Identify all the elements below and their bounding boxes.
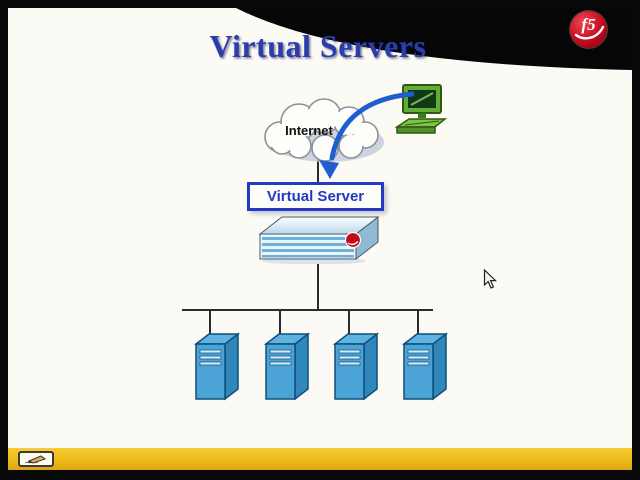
- server-tower: [263, 330, 311, 402]
- corner-swoosh-graphic: [236, 8, 632, 70]
- f5-ball-icon: [344, 231, 362, 249]
- annotation-bar: [8, 448, 632, 470]
- virtual-server-label: Virtual Server: [266, 188, 365, 205]
- bigip-appliance-icon: [256, 212, 382, 265]
- server-tower: [332, 330, 380, 402]
- f5-logo-swoosh: [574, 25, 605, 40]
- f5-logo: f5: [570, 11, 607, 48]
- internet-cloud: Internet: [252, 95, 388, 166]
- client-computer-icon: [393, 83, 449, 141]
- slide-title: Virtual Servers: [209, 28, 427, 64]
- internet-label: Internet: [285, 123, 333, 138]
- pen-icon: [25, 455, 47, 464]
- mouse-cursor: [483, 269, 497, 289]
- server-tower: [401, 330, 449, 402]
- presentation-slide: Virtual Servers f5: [8, 8, 632, 470]
- virtual-server-box: Virtual Server: [247, 182, 384, 211]
- pen-tool-button[interactable]: [18, 451, 54, 467]
- f5-logo-text: f5: [581, 15, 596, 34]
- server-tower: [193, 330, 241, 402]
